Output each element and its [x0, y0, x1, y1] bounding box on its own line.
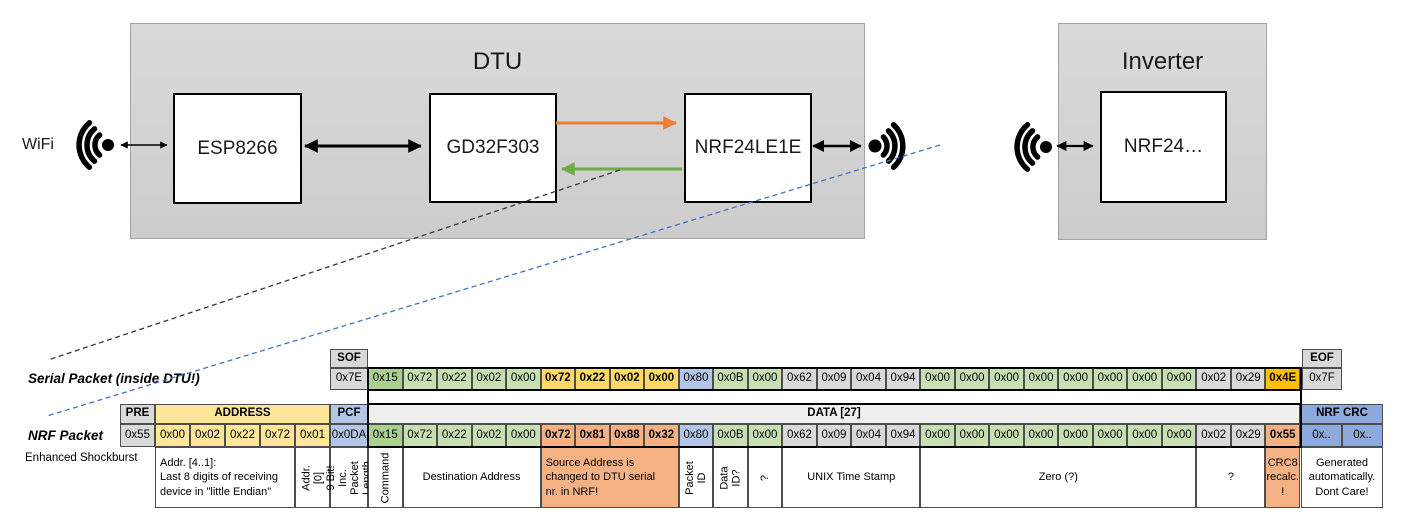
annotation-question-1: ? [747, 447, 783, 508]
nrf-byte-3: 0x02 [471, 424, 507, 447]
serial-byte-7: 0x02 [609, 368, 645, 390]
annotation-packet-id: Packet ID [678, 447, 714, 508]
eof-value: 0x7F [1302, 368, 1342, 390]
inverter-title: Inverter [1121, 48, 1204, 75]
nrf-byte-14: 0x04 [851, 424, 886, 447]
annotation-source-address: Source Address is changed to DTU serial … [540, 447, 679, 508]
nrf-crc-byte-0: 0x.. [1301, 424, 1342, 447]
annotation-pcf-note: 9 Bit! Inc. Packet Length [325, 447, 373, 508]
serial-byte-13: 0x09 [816, 368, 852, 390]
nrf-byte-10: 0x0B [713, 424, 748, 447]
serial-byte-1: 0x72 [402, 368, 438, 390]
annotation-zero: Zero (?) [920, 447, 1197, 508]
serial-byte-26: 0x4E [1265, 368, 1300, 390]
nrf-byte-21: 0x00 [1092, 424, 1128, 447]
serial-byte-2: 0x22 [437, 368, 472, 390]
nrf-byte-1: 0x72 [402, 424, 438, 447]
pcf-value: 0x0DA [330, 424, 368, 447]
annotation-unix-time-stamp: UNIX Time Stamp [782, 447, 921, 508]
nrf-crc-byte-1: 0x.. [1342, 424, 1383, 447]
nrf-byte-26: 0x55 [1265, 424, 1300, 447]
nrf-byte-23: 0x00 [1161, 424, 1197, 447]
nrf-byte-15: 0x94 [885, 424, 921, 447]
pre-value: 0x55 [120, 424, 155, 447]
address-byte-2: 0x22 [225, 424, 260, 447]
serial-byte-20: 0x00 [1058, 368, 1093, 390]
serial-byte-22: 0x00 [1127, 368, 1162, 390]
serial-byte-21: 0x00 [1092, 368, 1128, 390]
serial-byte-24: 0x02 [1196, 368, 1231, 390]
address-byte-1: 0x02 [190, 424, 225, 447]
serial-byte-5: 0x72 [540, 368, 576, 390]
address-byte-3: 0x72 [260, 424, 295, 447]
nrf-byte-4: 0x00 [506, 424, 541, 447]
nrf-packet-label: NRF Packet [28, 428, 104, 443]
serial-byte-23: 0x00 [1161, 368, 1197, 390]
nrf-byte-8: 0x32 [644, 424, 679, 447]
serial-byte-4: 0x00 [506, 368, 541, 390]
nrf-byte-24: 0x02 [1196, 424, 1231, 447]
nrf-byte-5: 0x72 [540, 424, 576, 447]
nrf-byte-11: 0x00 [747, 424, 783, 447]
nrf-byte-22: 0x00 [1127, 424, 1162, 447]
node-nrf24-inverter: NRF24… [1100, 91, 1227, 203]
sof-header: SOF [330, 349, 368, 368]
serial-byte-25: 0x29 [1230, 368, 1266, 390]
address-byte-0: 0x00 [155, 424, 190, 447]
nrf-byte-17: 0x00 [954, 424, 990, 447]
serial-byte-12: 0x62 [782, 368, 817, 390]
serial-byte-8: 0x00 [644, 368, 679, 390]
serial-byte-6: 0x22 [575, 368, 610, 390]
sof-value: 0x7E [330, 368, 368, 390]
nrf-byte-7: 0x88 [609, 424, 645, 447]
nrf-byte-16: 0x00 [920, 424, 955, 447]
annotation-crc8: CRC8 recalc. ! [1265, 447, 1300, 508]
annotation-command: Command [368, 447, 403, 508]
serial-byte-11: 0x00 [747, 368, 783, 390]
serial-byte-14: 0x04 [851, 368, 886, 390]
serial-byte-10: 0x0B [713, 368, 748, 390]
nrf-byte-18: 0x00 [989, 424, 1024, 447]
pre-header: PRE [120, 404, 155, 424]
serial-byte-17: 0x00 [954, 368, 990, 390]
nrf-byte-6: 0x81 [575, 424, 610, 447]
nrf-byte-19: 0x00 [1023, 424, 1059, 447]
data-header: DATA [27] [368, 404, 1300, 424]
nrf-byte-0: 0x15 [368, 424, 403, 447]
annotation-addr-4-1: Addr. [4..1]: Last 8 digits of receiving… [155, 447, 295, 508]
eof-header: EOF [1302, 349, 1342, 368]
enhanced-shockburst-label: Enhanced Shockburst [25, 452, 138, 464]
serial-byte-15: 0x94 [885, 368, 921, 390]
annotation-destination-address: Destination Address [402, 447, 541, 508]
address-header: ADDRESS [155, 404, 330, 424]
address-byte-4: 0x01 [295, 424, 330, 447]
serial-byte-9: 0x80 [678, 368, 714, 390]
serial-byte-3: 0x02 [471, 368, 507, 390]
nrf-byte-20: 0x00 [1058, 424, 1093, 447]
nrf-byte-12: 0x62 [782, 424, 817, 447]
dtu-title: DTU [472, 48, 523, 75]
annotation-data-id: Data ID? [713, 447, 748, 508]
wifi-label: WiFi [22, 136, 54, 153]
pcf-header: PCF [330, 404, 368, 424]
nrf-byte-2: 0x22 [437, 424, 472, 447]
nrf-crc-header: NRF CRC [1301, 404, 1383, 424]
nrf-byte-25: 0x29 [1230, 424, 1266, 447]
annotation-addr-0: Addr.[0] [295, 447, 330, 508]
annotation-generated: Generated automatically. Dont Care! [1301, 447, 1383, 508]
serial-byte-0: 0x15 [368, 368, 403, 390]
annotation-question-2: ? [1196, 447, 1266, 508]
serial-byte-18: 0x00 [989, 368, 1024, 390]
serial-byte-16: 0x00 [920, 368, 955, 390]
serial-byte-19: 0x00 [1023, 368, 1059, 390]
nrf-byte-13: 0x09 [816, 424, 852, 447]
nrf-byte-9: 0x80 [678, 424, 714, 447]
